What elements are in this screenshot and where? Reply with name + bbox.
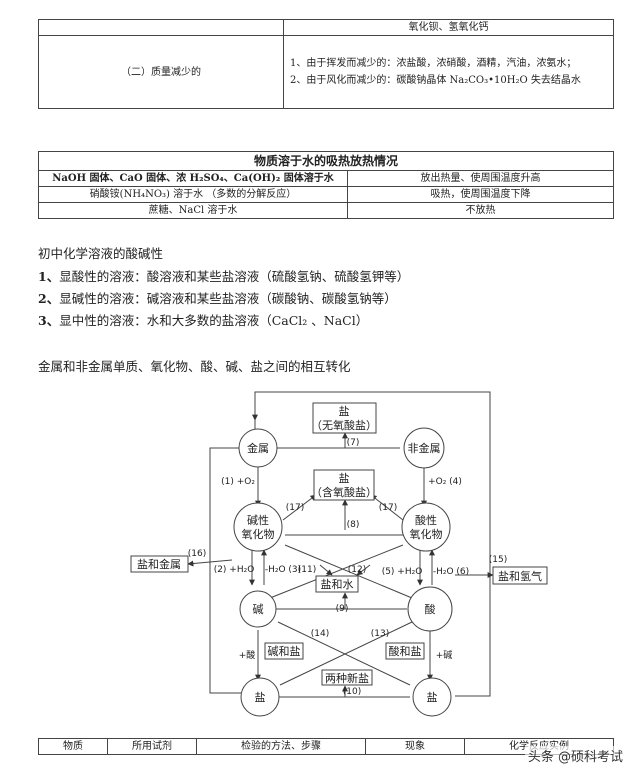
acidbase-item: 2、显碱性的溶液：碱溶液和某些盐溶液（碳酸钠、碳酸氢钠等）: [38, 291, 397, 306]
acid-salt-box: [385, 642, 425, 660]
reaction-label: (7): [347, 438, 360, 448]
reaction-label: (5) +H₂O: [382, 567, 423, 577]
reaction-label: +酸: [239, 650, 256, 661]
acid-salt-diagonal: [279, 621, 413, 686]
base-salt-label: 碱和盐: [268, 645, 301, 658]
salt-hydrogen-box: [492, 566, 548, 585]
reaction-label: (14): [311, 629, 329, 639]
salt-left-label: 盐: [255, 691, 266, 704]
acid-salt-label: 酸和盐: [389, 644, 422, 658]
watermark: 头条 @硕科考试: [524, 746, 626, 765]
volatile-item: 1、由于挥发而减少的：浓盐酸，浓硝酸，酒精，汽油，浓氨水；: [290, 58, 577, 69]
acidbase-title: 初中化学溶液的酸碱性: [38, 246, 164, 261]
reaction-label: (17): [379, 503, 397, 513]
diagram-title: 金属和非金属单质、氧化物、酸、碱、盐之间的相互转化: [38, 359, 351, 374]
reaction-label: (11): [298, 565, 316, 575]
oxy-salt-box: [313, 469, 375, 501]
oxyfree-salt-box: [312, 402, 377, 434]
oxy-salt-label: （含氧酸盐）: [311, 485, 377, 499]
to-salt-water-arrow: [319, 564, 333, 576]
oxyfree-salt-label: （无氧酸盐）: [311, 418, 377, 432]
two-salts-label: 两种新盐: [325, 671, 369, 685]
reaction-label: (13): [371, 629, 389, 639]
reaction-label: -H₂O (6): [433, 567, 469, 577]
reaction-label: (15): [489, 555, 507, 565]
col-header: 物质: [38, 738, 108, 755]
col-header: 现象: [365, 738, 465, 755]
metal-node: [238, 428, 278, 468]
acidic-oxide-node: [401, 502, 451, 552]
nonmetal-node: [403, 427, 445, 469]
two-salts-box: [321, 669, 373, 686]
oxides-to-salt-arrow: [282, 494, 317, 521]
base-node: [239, 590, 277, 628]
mass-decrease-items: 1、由于挥发而减少的：浓盐酸，浓硝酸，酒精，汽油，浓氨水； 2、由于风化而减少的…: [283, 35, 614, 109]
salt-right-label: 盐: [427, 691, 438, 704]
metal-label: 金属: [247, 441, 269, 455]
acidbase-item: 3、显中性的溶液：水和大多数的盐溶液（CaCl₂ 、NaCl）: [38, 313, 369, 328]
salt-hydrogen-label: 盐和氢气: [498, 569, 542, 583]
salt-water-label: 盐和水: [321, 578, 354, 591]
heat-row-effect: 不放热: [347, 202, 614, 219]
salt-metal-box: [130, 555, 189, 573]
acid-node: [407, 586, 453, 632]
reaction-label: +碱: [436, 650, 453, 661]
salt-metal-label: 盐和金属: [137, 557, 181, 571]
acidic-oxide-label: 氧化物: [410, 527, 443, 541]
col-header: 所用试剂: [107, 738, 197, 755]
to-salt-water-arrow: [356, 564, 371, 576]
to-salt-metal-arrow: [187, 559, 233, 567]
reaction-label: (10): [343, 687, 361, 697]
acidbase-item: 1、显酸性的溶液：酸溶液和某些盐溶液（硫酸氢钠、硫酸氢钾等）: [38, 269, 410, 284]
acidicoxide-base-diagonal: [269, 544, 404, 599]
salt-right-node: [412, 677, 452, 717]
reaction-label: (16): [188, 549, 206, 559]
basic-oxide-label: 氧化物: [242, 527, 275, 541]
salt-water-box: [315, 575, 359, 593]
efflorescence-item: 2、由于风化而减少的：碳酸钠晶体 Na₂CO₃•10H₂O 失去结晶水: [290, 75, 581, 86]
reaction-label: (2) +H₂O: [214, 565, 255, 575]
acid-label: 酸: [425, 602, 436, 616]
basicoxide-acid-diagonal: [284, 544, 413, 599]
mass-decrease-label: （二）质量减少的: [38, 35, 284, 109]
salt-left-node: [240, 677, 280, 717]
reaction-label: +O₂ (4): [428, 477, 462, 487]
base-salt-box: [264, 642, 304, 660]
reaction-label: (8): [347, 520, 360, 530]
oxy-salt-label: 盐: [339, 472, 350, 485]
acidic-oxide-label: 酸性: [415, 513, 437, 527]
base-salt-diagonal: [277, 621, 411, 686]
oxides-to-salt-arrow: [370, 494, 404, 521]
nonmetal-label: 非金属: [408, 441, 441, 455]
reaction-label: (17): [286, 503, 304, 513]
col-header: 检验的方法、步骤: [196, 738, 366, 755]
reaction-label: (9): [336, 604, 349, 614]
base-label: 碱: [253, 603, 264, 616]
oxyfree-salt-label: 盐: [339, 405, 350, 418]
basic-oxide-label: 碱性: [247, 513, 269, 527]
dissolution-heat-table: 物质溶于水的吸热放热情况 NaOH 固体、CaO 固体、浓 H₂SO₄、Ca(O…: [38, 151, 614, 219]
frame-line: [209, 447, 243, 694]
mass-change-table: 氧化钡、氢氧化钙 （二）质量减少的 1、由于挥发而减少的：浓盐酸，浓硝酸，酒精，…: [38, 19, 614, 109]
reaction-label: -H₂O (3): [265, 565, 301, 575]
basic-oxide-node: [233, 502, 283, 552]
reaction-label: (1) +O₂: [221, 477, 255, 487]
reaction-label: (12): [348, 565, 366, 575]
